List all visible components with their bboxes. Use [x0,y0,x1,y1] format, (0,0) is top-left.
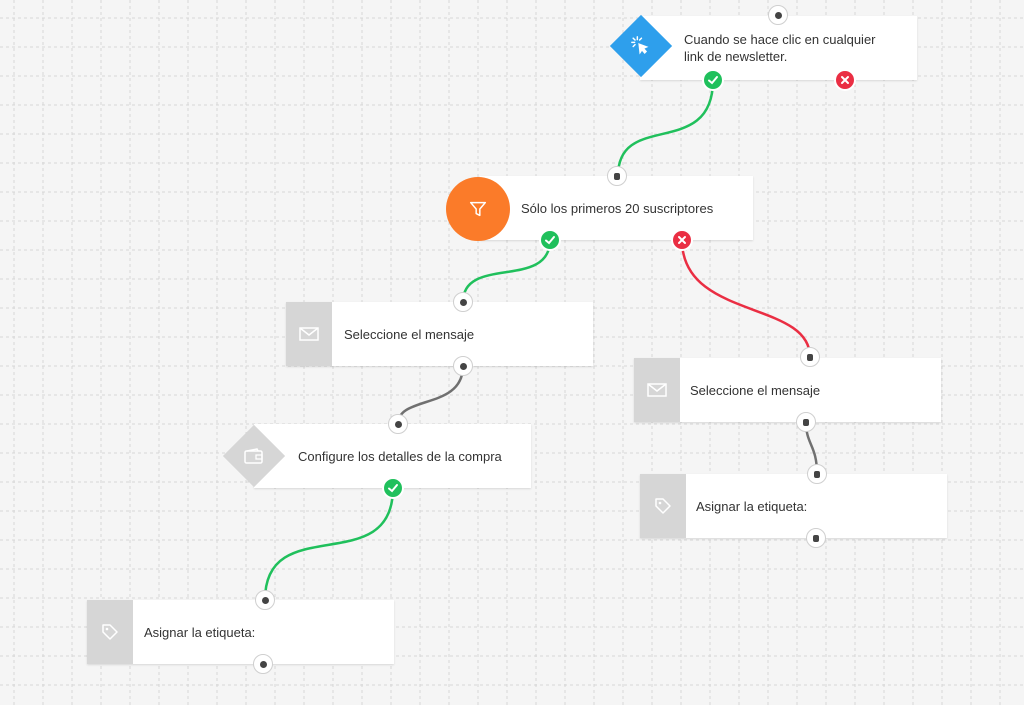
tag-right-input-port[interactable] [807,464,827,484]
wire-trigger-to-filter [616,79,715,177]
purchase-yes-badge[interactable] [382,477,404,499]
filter-no-badge[interactable] [671,229,693,251]
envelope-icon [647,383,667,397]
trigger-no-badge[interactable] [834,69,856,91]
trigger-input-port[interactable] [768,5,788,25]
check-icon [545,236,555,245]
tag-right-side [640,474,686,538]
tag-left-node[interactable]: Asignar la etiqueta: [87,600,394,664]
check-icon [388,484,398,493]
cursor-click-icon [625,30,657,62]
tag-left-output-port[interactable] [253,654,273,674]
message-left-output-port[interactable] [453,356,473,376]
purchase-label: Configure los detalles de la compra [298,448,502,464]
message-left-node[interactable]: Seleccione el mensaje [286,302,593,366]
message-right-output-port[interactable] [796,412,816,432]
tag-left-side [87,600,133,664]
wire-filter-no-to-message [680,239,812,358]
wire-message-to-purchase [396,365,465,425]
trigger-node[interactable]: Cuando se hace clic en cualquier link de… [640,16,917,80]
message-right-side [634,358,680,422]
trigger-yes-badge[interactable] [702,69,724,91]
filter-label: Sólo los primeros 20 suscriptores [521,200,714,216]
filter-circle[interactable] [446,177,510,241]
close-icon [678,236,686,244]
tag-right-label: Asignar la etiqueta: [696,498,808,514]
purchase-input-port[interactable] [388,414,408,434]
message-right-label: Seleccione el mensaje [690,382,821,398]
trigger-label: Cuando se hace clic en cualquier link de… [684,32,876,64]
filter-node[interactable]: Sólo los primeros 20 suscriptores [480,176,753,240]
message-left-input-port[interactable] [453,292,473,312]
message-left-label: Seleccione el mensaje [344,326,475,342]
filter-yes-badge[interactable] [539,229,561,251]
purchase-node[interactable]: Configure los detalles de la compra [254,424,531,488]
tag-icon [655,498,671,514]
tag-left-label: Asignar la etiqueta: [144,624,256,640]
funnel-icon [469,201,487,217]
close-icon [841,76,849,84]
tag-right-output-port[interactable] [806,528,826,548]
tag-icon [102,624,118,640]
wire-filter-yes-to-message [461,239,552,303]
message-right-node[interactable]: Seleccione el mensaje [634,358,941,422]
wire-purchase-to-tag [263,487,395,601]
filter-input-port[interactable] [607,166,627,186]
check-icon [708,76,718,85]
message-right-input-port[interactable] [800,347,820,367]
tag-left-input-port[interactable] [255,590,275,610]
tag-right-node[interactable]: Asignar la etiqueta: [640,474,947,538]
wallet-icon [238,440,270,472]
message-left-side [286,302,332,366]
envelope-icon [299,327,319,341]
